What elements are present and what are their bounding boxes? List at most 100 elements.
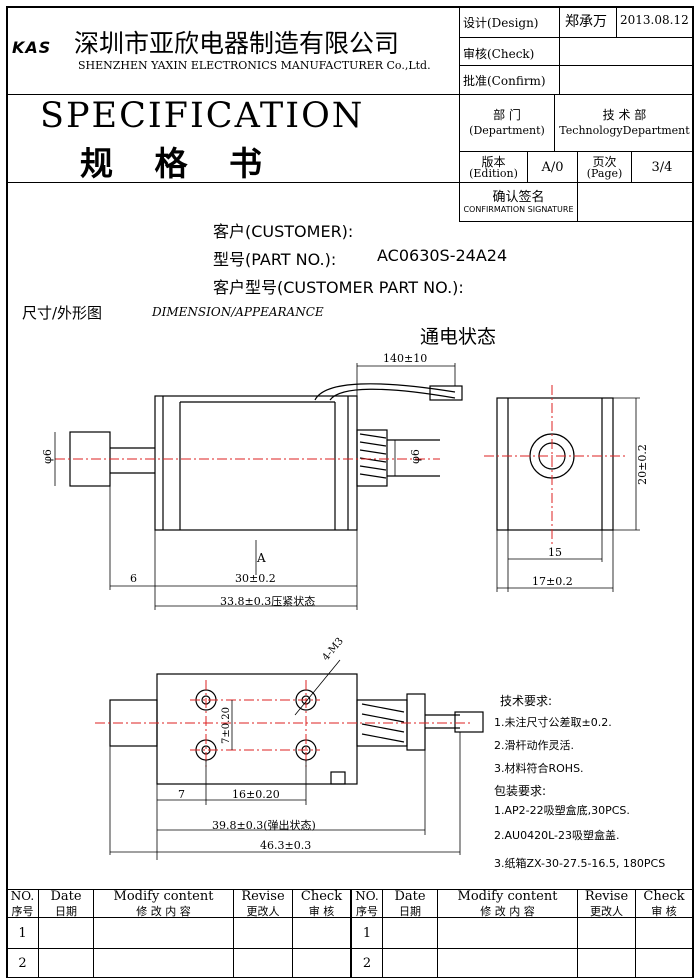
page-label-cn: 页次 bbox=[592, 155, 617, 169]
dim-phi6-left: φ6 bbox=[40, 449, 54, 464]
rev-col-line bbox=[635, 889, 636, 977]
dim-width: 17±0.2 bbox=[532, 575, 573, 588]
hdr-row-line bbox=[459, 221, 694, 222]
part-label: 型号(PART NO.): bbox=[213, 250, 337, 269]
tech-req-item: 1.未注尺寸公差取±0.2. bbox=[494, 716, 612, 729]
dim-wire-length: 140±10 bbox=[383, 352, 428, 365]
part-number: AC0630S-24A24 bbox=[377, 246, 508, 265]
tech-req-item: 2.滑杆动作灵活. bbox=[494, 739, 574, 752]
sign-label-en: CONFIRMATION SIGNATURE bbox=[463, 205, 574, 214]
col-modify-cn: 修 改 内 容 bbox=[136, 905, 191, 918]
dim-phi6-right: φ6 bbox=[408, 449, 422, 464]
spec-title-en: SPECIFICATION bbox=[40, 96, 365, 136]
col-revise-cn: 更改人 bbox=[246, 905, 280, 918]
view-a-label: A bbox=[257, 551, 266, 565]
col-revise-en: Revise bbox=[241, 889, 285, 904]
col-check-cn: 审 核 bbox=[651, 905, 677, 918]
rev-col-line bbox=[350, 889, 352, 977]
rev-col-line bbox=[577, 889, 578, 977]
page-label-en: (Page) bbox=[586, 167, 623, 180]
table-row-no: 1 bbox=[362, 926, 372, 941]
edition-label-en: (Edition) bbox=[469, 167, 518, 180]
pack-req-item: 1.AP2-22吸塑盒底,30PCS. bbox=[494, 804, 630, 817]
rev-col-line bbox=[292, 889, 293, 977]
edition-value: A/0 bbox=[541, 160, 564, 175]
hdr-col-line bbox=[631, 151, 632, 183]
header-divider bbox=[6, 94, 460, 95]
hdr-row-line bbox=[459, 151, 694, 152]
pack-req-item: 3.纸箱ZX-30-27.5-16.5, 180PCS bbox=[494, 857, 666, 870]
dim-compressed-length: 33.8±0.3压紧状态 bbox=[220, 595, 316, 608]
company-name-cn: 深圳市亚欣电器制造有限公司 bbox=[74, 29, 400, 58]
hdr-row-line bbox=[459, 37, 694, 38]
design-date: 2013.08.12 bbox=[620, 13, 689, 27]
hdr-col-line bbox=[527, 151, 528, 183]
dim-extended-length: 39.8±0.3(弹出状态) bbox=[212, 819, 316, 832]
hdr-col-line bbox=[616, 6, 617, 38]
tech-req-item: 3.材料符合ROHS. bbox=[494, 762, 584, 775]
sign-label-cn: 确认签名 bbox=[492, 190, 545, 205]
table-row-no: 2 bbox=[18, 956, 27, 971]
col-modify-en: Modify content bbox=[113, 889, 214, 904]
customer-part-label: 客户型号(CUSTOMER PART NO.): bbox=[213, 278, 464, 297]
tech-req-title: 技术要求: bbox=[500, 694, 553, 708]
company-name-en: SHENZHEN YAXIN ELECTRONICS MANUFACTURER … bbox=[78, 59, 431, 72]
col-date-en: Date bbox=[394, 889, 426, 904]
col-revise-en: Revise bbox=[584, 889, 629, 904]
rev-col-line bbox=[233, 889, 234, 977]
rev-col-line bbox=[38, 889, 39, 977]
col-check-en: Check bbox=[643, 889, 685, 904]
frame-left bbox=[6, 6, 8, 978]
section-title-cn: 尺寸/外形图 bbox=[22, 304, 103, 322]
col-no-cn: 序号 bbox=[356, 905, 378, 918]
dim-6: 6 bbox=[130, 572, 137, 585]
dept-label-cn: 部 门 bbox=[493, 108, 521, 122]
dim-7: 7 bbox=[178, 788, 185, 801]
rev-col-line bbox=[93, 889, 94, 977]
hdr-col-line bbox=[554, 94, 555, 151]
design-label: 设计(Design) bbox=[463, 16, 539, 30]
section-title-en: DIMENSION/APPEARANCE bbox=[152, 305, 324, 319]
table-row-no: 1 bbox=[18, 926, 27, 941]
hdr-row-line bbox=[459, 65, 694, 66]
table-row-no: 2 bbox=[362, 956, 372, 971]
pack-req-title: 包装要求: bbox=[494, 784, 547, 798]
dept-value-cn: 技 术 部 bbox=[602, 108, 647, 122]
col-no-en: NO. bbox=[355, 889, 379, 903]
rev-col-line bbox=[382, 889, 383, 977]
dim-total-length: 46.3±0.3 bbox=[260, 839, 312, 852]
col-no-cn: 序号 bbox=[11, 905, 34, 918]
customer-label: 客户(CUSTOMER): bbox=[213, 222, 354, 241]
pack-req-item: 2.AU0420L-23吸塑盒盖. bbox=[494, 829, 620, 842]
dim-hole-spacing-h: 16±0.20 bbox=[232, 788, 280, 801]
col-check-en: Check bbox=[300, 889, 343, 904]
header-col-divider bbox=[459, 6, 460, 222]
header-bottom bbox=[6, 182, 694, 183]
col-no-en: NO. bbox=[10, 889, 35, 903]
page-value: 3/4 bbox=[651, 160, 673, 175]
dept-label-en: (Department) bbox=[469, 124, 545, 137]
edition-label-cn: 版本 bbox=[481, 155, 506, 169]
rev-col-line bbox=[437, 889, 438, 977]
col-modify-cn: 修 改 内 容 bbox=[480, 905, 535, 918]
col-modify-en: Modify content bbox=[457, 889, 558, 904]
state-label: 通电状态 bbox=[420, 326, 497, 348]
dept-value-en: TechnologyDepartment bbox=[559, 124, 690, 137]
col-check-cn: 审 核 bbox=[308, 905, 335, 918]
dim-hole-spacing-v: 7±0.20 bbox=[221, 706, 233, 745]
col-date-cn: 日期 bbox=[399, 905, 421, 918]
confirm-label: 批准(Confirm) bbox=[463, 74, 546, 88]
dim-15: 15 bbox=[548, 546, 562, 559]
col-revise-cn: 更改人 bbox=[590, 905, 623, 918]
designer-name: 郑承万 bbox=[565, 14, 607, 30]
col-date-cn: 日期 bbox=[55, 905, 77, 918]
col-date-en: Date bbox=[50, 889, 82, 904]
hdr-col-line bbox=[559, 6, 560, 94]
solenoid-body-side bbox=[154, 395, 358, 531]
frame-top bbox=[6, 6, 694, 8]
spec-title-cn: 规 格 书 bbox=[80, 144, 262, 183]
frame-right bbox=[692, 6, 694, 978]
hdr-row-line bbox=[459, 94, 694, 95]
rev-table-line bbox=[6, 977, 694, 978]
